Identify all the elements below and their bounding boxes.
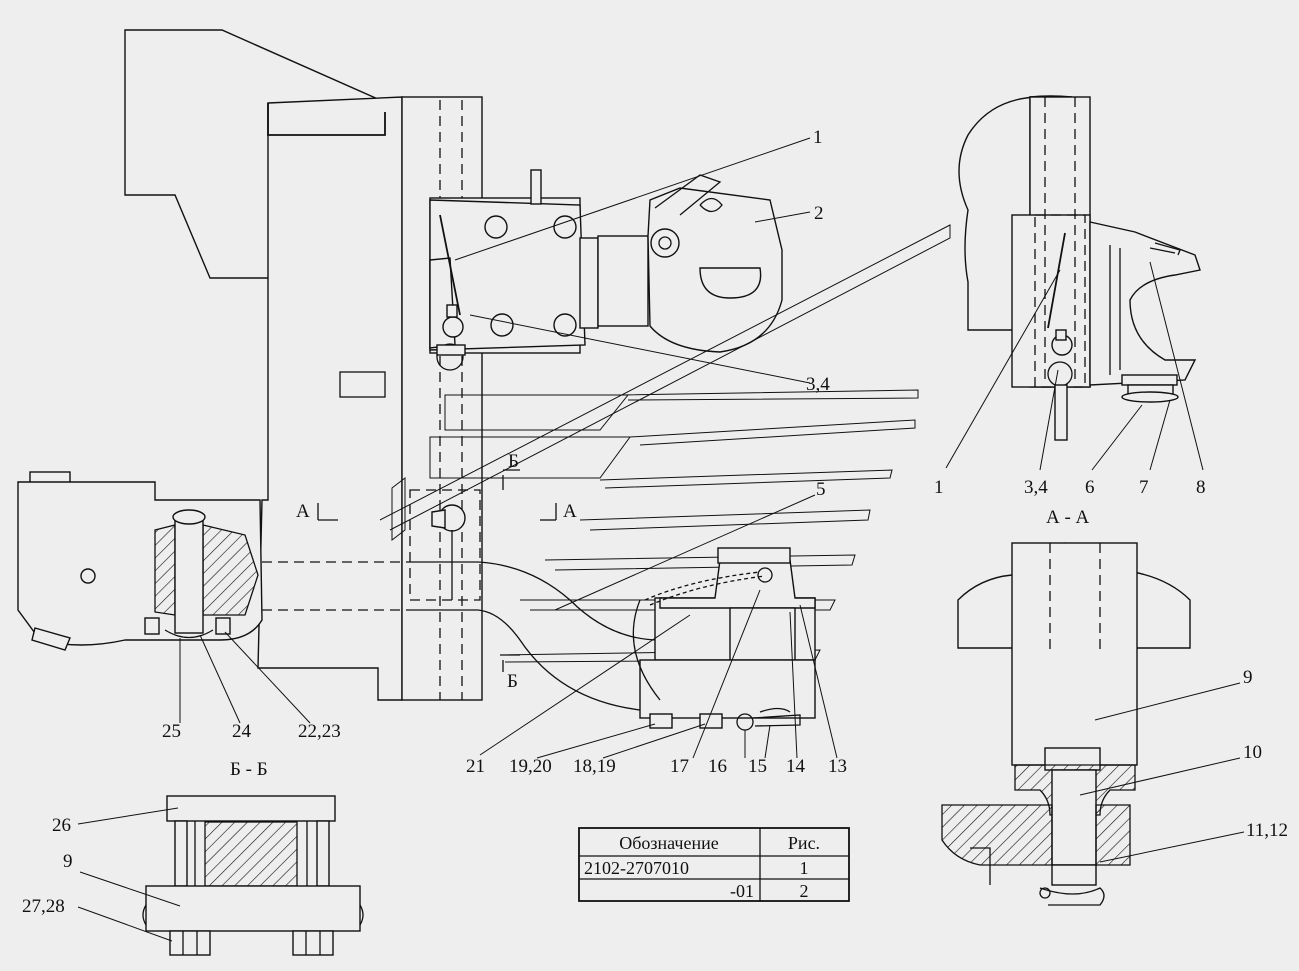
- aa-callout-7: 7: [1139, 477, 1149, 498]
- callout-24: 24: [232, 721, 252, 742]
- detail-callout-9: 9: [1243, 667, 1253, 688]
- main-leaders: [179, 137, 838, 759]
- callout-13: 13: [828, 756, 847, 777]
- cut-label-b-bottom: Б: [507, 671, 518, 692]
- callout-5: 5: [816, 479, 826, 500]
- left-clamp: [17, 471, 410, 651]
- cut-label-a-right: А: [563, 501, 577, 522]
- callout-22-23: 22,23: [298, 721, 341, 742]
- cut-label-b-top: Б: [508, 451, 519, 472]
- bb-callout-9: 9: [63, 851, 73, 872]
- callout-14: 14: [786, 756, 806, 777]
- callout-25: 25: [162, 721, 181, 742]
- table-cell-figure-1: 1: [800, 858, 809, 878]
- cut-label-a-left: А: [296, 501, 310, 522]
- callout-15: 15: [748, 756, 767, 777]
- detail-callout-10: 10: [1243, 742, 1262, 763]
- section-aa-title: А - А: [1046, 507, 1090, 528]
- drawbar: [410, 469, 816, 731]
- callout-2: 2: [814, 203, 824, 224]
- callout-18-19: 18,19: [573, 756, 616, 777]
- table-cell-designation-2: -01: [730, 881, 754, 901]
- bb-callout-27-28: 27,28: [22, 896, 65, 917]
- callout-21: 21: [466, 756, 485, 777]
- section-aa: [945, 95, 1204, 471]
- aa-callout-1: 1: [934, 477, 944, 498]
- table-header-designation: Обозначение: [619, 833, 718, 853]
- aa-callout-6: 6: [1085, 477, 1095, 498]
- table-header-figure: Рис.: [788, 833, 820, 853]
- aa-callout-8: 8: [1196, 477, 1206, 498]
- table-cell-figure-2: 2: [800, 881, 809, 901]
- callout-1: 1: [813, 127, 823, 148]
- aa-callout-3-4: 3,4: [1024, 477, 1048, 498]
- section-bb-title: Б - Б: [230, 759, 268, 780]
- detail-view: [941, 542, 1245, 906]
- callout-16: 16: [708, 756, 727, 777]
- designation-table: Обозначение Рис. 2102-2707010 1 -01 2: [578, 827, 850, 902]
- section-bb: [77, 795, 364, 956]
- beam-pin: [409, 489, 481, 601]
- section-markers: А А Б Б: [296, 451, 577, 692]
- table-cell-designation-1: 2102-2707010: [584, 858, 689, 878]
- hitch-assembly: [429, 169, 783, 371]
- callout-17: 17: [670, 756, 689, 777]
- detail-callout-11-12: 11,12: [1246, 820, 1288, 841]
- bb-callout-26: 26: [52, 815, 71, 836]
- callout-19-20: 19,20: [509, 756, 552, 777]
- callout-3-4: 3,4: [806, 374, 830, 395]
